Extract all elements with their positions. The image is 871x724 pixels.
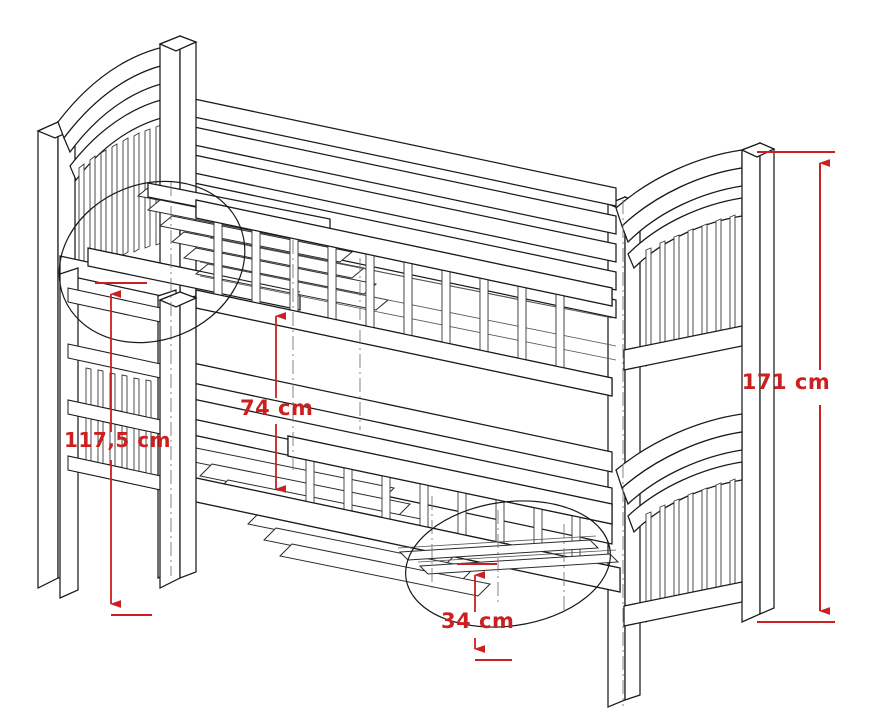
footboard-right-upper <box>615 142 776 623</box>
callout-ellipses <box>58 180 611 628</box>
footboard-lower-curved-rail-2 <box>621 431 743 506</box>
footboard-upper-spindles <box>645 214 736 367</box>
lower-mattress-base <box>167 435 621 597</box>
dim-label-lower-bunk-clearance: 74 cm <box>240 396 313 420</box>
corner-post-front-left <box>158 291 198 590</box>
corner-post-front-right <box>740 142 776 623</box>
footboard-lower-curved-rail-3 <box>627 461 743 534</box>
dim-label-overall-height: 171 cm <box>742 370 830 394</box>
lower-base-slats-front <box>397 535 620 575</box>
lower-bunk-head-rail-overlay <box>287 435 613 525</box>
dimension-overall-height: 171 cm <box>742 151 835 623</box>
upper-bunk-visible-slats <box>199 237 617 361</box>
dimension-lower-bunk-clearance: 74 cm <box>240 312 313 493</box>
dim-label-lower-bunk-mattress-height: 34 cm <box>441 609 514 633</box>
guard-rail-top-board-overlay <box>195 199 613 307</box>
footboard-lower-spindles <box>645 478 736 623</box>
callout-upper-mattress-detail <box>58 180 246 344</box>
dimension-upper-bunk-mattress-height: 117,5 cm <box>64 282 171 616</box>
center-lines <box>170 182 624 706</box>
footboard-lower-bottom-rail <box>623 581 743 627</box>
footboard-right-lower <box>615 413 743 627</box>
callout-lower-mattress-detail <box>405 500 611 628</box>
guard-rail-upper <box>195 199 617 397</box>
upper-deck-edge <box>87 247 301 293</box>
dim-label-upper-bunk-height: 117,5 cm <box>64 428 171 452</box>
dimension-lower-bunk-mattress-height: 34 cm <box>441 563 514 661</box>
ladder-side-spindles <box>85 367 152 476</box>
